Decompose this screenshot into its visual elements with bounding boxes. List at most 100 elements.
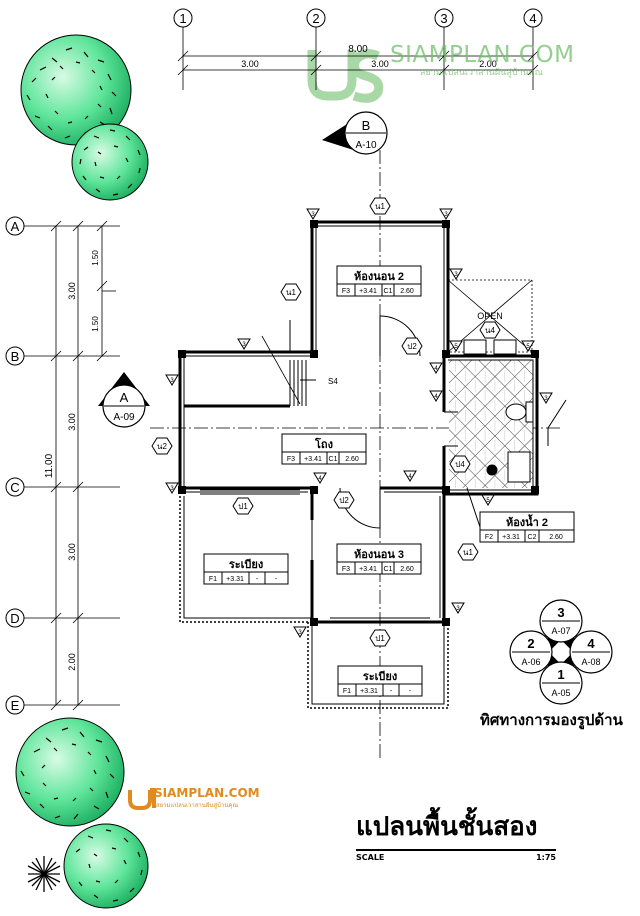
room-balcony-left: ระเบียง F1 +3.31 - - xyxy=(203,553,289,585)
grid-label-4: 4 xyxy=(529,11,536,26)
tree-bottom-large xyxy=(15,717,125,827)
elevation-cut-mark xyxy=(547,399,567,446)
svg-text:-: - xyxy=(256,576,259,583)
section-marker-B: B A-10 xyxy=(322,111,388,155)
dim-left-span-3: 3.00 xyxy=(67,543,77,561)
svg-text:+3.41: +3.41 xyxy=(359,566,377,573)
svg-text:F3: F3 xyxy=(342,566,350,573)
window-tag: น1 xyxy=(280,283,302,301)
grid-label-1: 1 xyxy=(179,11,186,26)
title-block: แปลนพื้นชั้นสอง SCALE 1:75 xyxy=(356,806,556,865)
elevation-num-left: 2 xyxy=(527,636,534,651)
svg-text:+3.31: +3.31 xyxy=(226,576,244,583)
room-balcony-bottom: ระเบียง F1 +3.31 - - xyxy=(337,665,423,697)
door-tag: ป2 xyxy=(333,491,355,509)
tree-top-large xyxy=(20,34,132,146)
svg-text:น1: น1 xyxy=(286,288,296,297)
grid-label-D: D xyxy=(10,611,19,626)
room-bedroom-2: ห้องนอน 2 F3 +3.41 C1 2.60 xyxy=(336,265,422,297)
watermark-tagline: สยามแปลนเวาสานฝันสู่บ้านคุณ xyxy=(420,68,544,78)
grid-label-3: 3 xyxy=(440,11,447,26)
dim-left-total: 11.00 xyxy=(44,453,55,478)
svg-text:ระเบียง: ระเบียง xyxy=(363,670,397,683)
dim-top-span-1: 3.00 xyxy=(241,59,259,69)
svg-text:3: 3 xyxy=(242,342,246,348)
svg-text:3: 3 xyxy=(454,272,458,278)
grid-label-A: A xyxy=(11,219,20,234)
svg-text:+3.41: +3.41 xyxy=(304,456,322,463)
elevation-num-top: 3 xyxy=(557,605,564,620)
opening-tags: ป1 ป1 ป2 ป2 ป4 น1 น1 น1 xyxy=(151,197,501,647)
svg-text:น1: น1 xyxy=(375,202,385,211)
svg-text:2.60: 2.60 xyxy=(549,534,563,541)
dim-left-sub-1: 1.50 xyxy=(91,250,100,266)
room-tags: ห้องนอน 2 F3 +3.41 C1 2.60 โถง F3 +3.41 … xyxy=(203,265,575,697)
svg-text:3: 3 xyxy=(544,396,548,402)
watermark-tagline-small: สยามแปลนเวาสานฝันสู่บ้านคุณ xyxy=(156,802,239,809)
scale-label: SCALE xyxy=(356,853,385,862)
svg-text:4: 4 xyxy=(318,476,322,482)
svg-text:ป2: ป2 xyxy=(339,496,349,505)
watermark-brand: SIAMPLAN.COM xyxy=(390,42,575,68)
svg-text:C1: C1 xyxy=(384,288,393,295)
stair xyxy=(261,335,316,406)
scale-row: SCALE 1:75 xyxy=(356,849,556,865)
svg-text:+3.31: +3.31 xyxy=(502,534,520,541)
svg-text:F1: F1 xyxy=(343,688,351,695)
dim-top-span-2: 3.00 xyxy=(371,59,389,69)
svg-text:3: 3 xyxy=(170,486,174,492)
svg-text:C2: C2 xyxy=(528,534,537,541)
watermark-bottom: SIAMPLAN.COM สยามแปลนเวาสานฝันสู่บ้านคุณ xyxy=(126,786,260,810)
svg-text:โถง: โถง xyxy=(314,437,333,451)
svg-text:2.60: 2.60 xyxy=(400,566,414,573)
window-tag: น1 xyxy=(457,543,479,561)
svg-text:4: 4 xyxy=(434,366,438,372)
windows xyxy=(179,221,445,623)
watermark-logo-top xyxy=(307,49,384,103)
svg-text:ป4: ป4 xyxy=(455,460,465,469)
elevation-sheet-right: A-08 xyxy=(581,657,600,667)
section-letter-A: A xyxy=(120,390,129,405)
open-to-below xyxy=(447,279,533,353)
svg-text:ห้องนอน 2: ห้องนอน 2 xyxy=(354,270,404,283)
elevation-caption: ทิศทางการมองรูปด้าน xyxy=(480,711,623,729)
svg-text:2.60: 2.60 xyxy=(345,456,359,463)
svg-text:+3.41: +3.41 xyxy=(359,288,377,295)
dim-left-span-4: 2.00 xyxy=(67,653,77,671)
section-sheet-B: A-10 xyxy=(355,140,377,151)
svg-text:2.60: 2.60 xyxy=(400,288,414,295)
svg-text:3: 3 xyxy=(298,630,302,636)
tree-top-small xyxy=(71,123,149,201)
elevation-sheet-left: A-06 xyxy=(521,657,540,667)
wall-type-tags: 3 3 3 3 3 3 3 3 3 4 4 4 4 5 5 5 xyxy=(165,208,553,638)
bathroom-fixtures xyxy=(463,339,534,483)
watermark-top: SIAMPLAN.COM สยามแปลนเวาสานฝันสู่บ้านคุณ xyxy=(308,42,608,79)
room-bedroom-3: ห้องนอน 3 F3 +3.41 C1 2.60 xyxy=(336,543,422,575)
door-tag: ป1 xyxy=(369,629,391,647)
svg-text:ป2: ป2 xyxy=(407,342,417,351)
watermark-brand-small: SIAMPLAN.COM xyxy=(154,786,260,800)
svg-text:-: - xyxy=(275,576,278,583)
elevation-num-bottom: 1 xyxy=(557,667,564,682)
svg-text:3: 3 xyxy=(444,212,448,218)
structural-columns xyxy=(178,220,539,626)
svg-text:F3: F3 xyxy=(287,456,295,463)
open-label: OPEN xyxy=(477,311,503,321)
svg-text:3: 3 xyxy=(456,606,460,612)
elevation-sheet-bottom: A-05 xyxy=(551,688,570,698)
svg-text:-: - xyxy=(409,688,412,695)
section-marker-A: A A-09 xyxy=(98,372,150,428)
svg-text:C1: C1 xyxy=(329,456,338,463)
grid-label-C: C xyxy=(10,480,19,495)
svg-text:ห้องนอน 3: ห้องนอน 3 xyxy=(354,548,404,561)
stair-label: S4 xyxy=(328,377,338,386)
dim-left-span-2: 3.00 xyxy=(67,413,77,431)
dim-left-span-1: 3.00 xyxy=(67,282,77,300)
svg-text:น1: น1 xyxy=(463,548,473,557)
tree-bottom-small xyxy=(63,823,149,909)
door-tag: ป1 xyxy=(232,497,254,515)
svg-text:น4: น4 xyxy=(485,326,495,335)
svg-text:3: 3 xyxy=(311,212,315,218)
column-grid: 1 2 3 4 8.00 3.00 3.00 2.00 xyxy=(173,8,543,90)
svg-text:4: 4 xyxy=(434,394,438,400)
